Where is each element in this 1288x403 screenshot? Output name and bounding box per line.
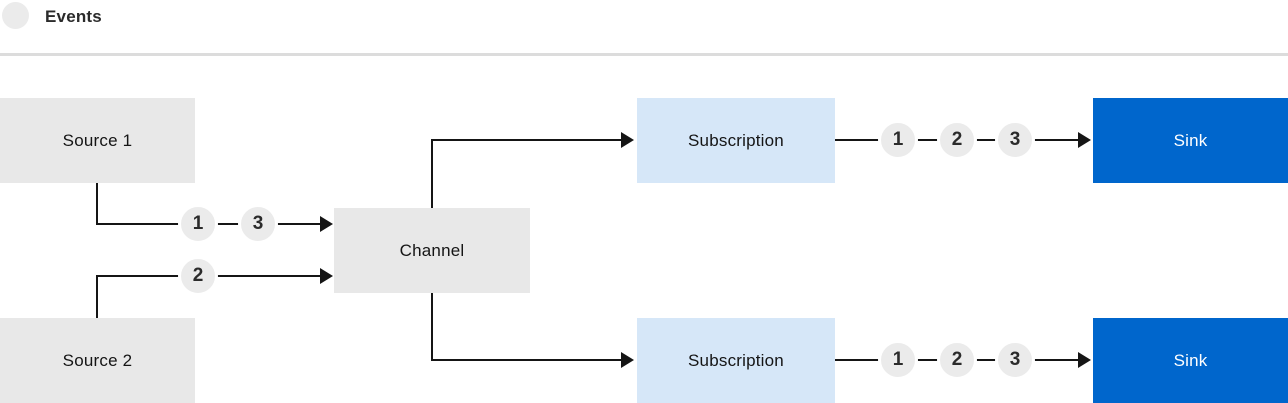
subscription-top-label: Subscription: [688, 130, 784, 150]
subscription-top-node: Subscription: [637, 98, 835, 183]
arrow-right-icon: [1078, 352, 1091, 368]
arrow-right-icon: [320, 216, 333, 232]
event-badge: 3: [238, 204, 278, 244]
event-badge: 1: [178, 204, 218, 244]
connector-channel-down: [431, 293, 433, 360]
event-circle-icon: [2, 2, 29, 29]
source-2-label: Source 2: [62, 350, 133, 370]
arrow-right-icon: [1078, 132, 1091, 148]
sink-bottom-node: Sink: [1093, 318, 1288, 403]
connector-source1-down: [96, 183, 98, 225]
sink-top-node: Sink: [1093, 98, 1288, 183]
source-1-node: Source 1: [0, 98, 195, 183]
connector-source2-up: [96, 275, 98, 318]
connector-channel-to-subscription-top: [431, 139, 621, 141]
channel-node: Channel: [334, 208, 530, 293]
subscription-bottom-label: Subscription: [688, 350, 784, 370]
source-2-node: Source 2: [0, 318, 195, 403]
event-badge: 2: [178, 256, 218, 296]
arrow-right-icon: [621, 352, 634, 368]
sink-top-label: Sink: [1173, 130, 1208, 150]
sink-bottom-label: Sink: [1173, 350, 1208, 370]
arrow-right-icon: [621, 132, 634, 148]
event-badge: 1: [878, 340, 918, 380]
event-badge: 2: [937, 120, 977, 160]
channel-label: Channel: [399, 240, 465, 260]
event-badge: 3: [995, 120, 1035, 160]
event-badge: 2: [937, 340, 977, 380]
connector-channel-up: [431, 139, 433, 208]
connector-channel-to-subscription-bottom: [431, 359, 621, 361]
source-1-label: Source 1: [62, 130, 133, 150]
event-badge: 3: [995, 340, 1035, 380]
legend-divider: [0, 53, 1288, 56]
event-badge: 1: [878, 120, 918, 160]
legend-label: Events: [45, 7, 102, 26]
arrow-right-icon: [320, 268, 333, 284]
subscription-bottom-node: Subscription: [637, 318, 835, 403]
